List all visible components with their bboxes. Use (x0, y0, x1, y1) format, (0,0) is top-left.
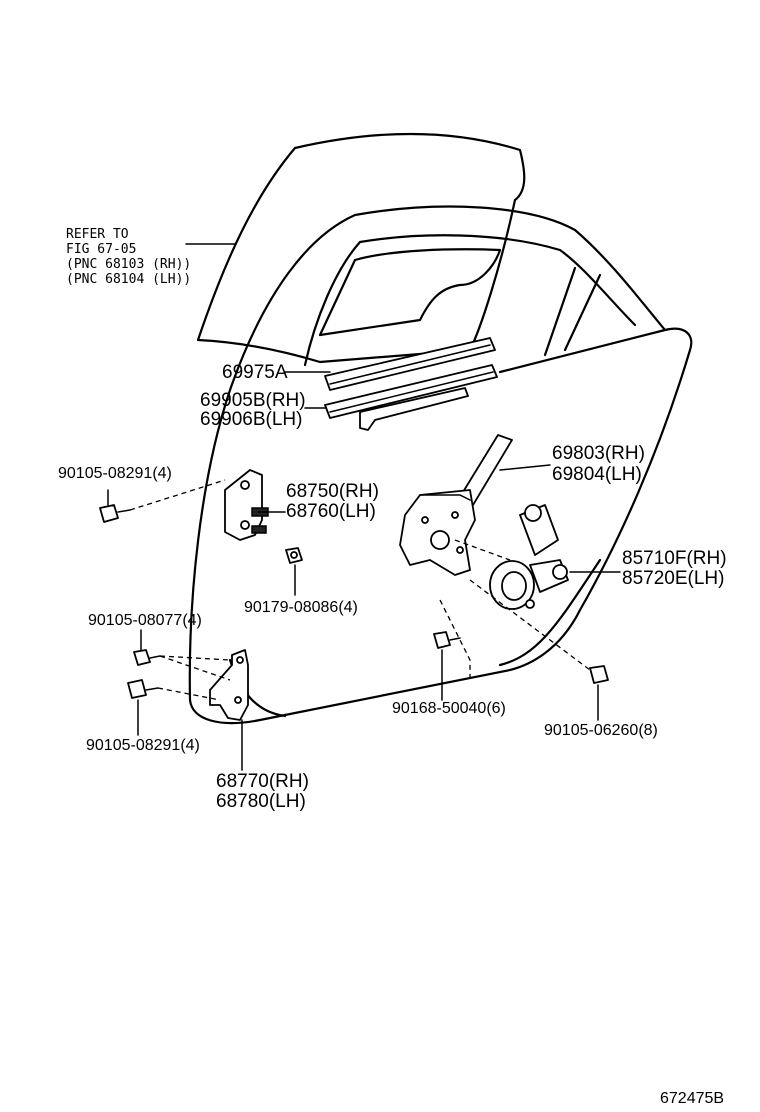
door-glass (196, 132, 526, 364)
label-bolt-regulator: 90168-50040(6) (392, 700, 506, 717)
upper-hinge (224, 469, 269, 541)
label-bolt-lower-hinge-top: 90105-08077(4) (88, 612, 202, 629)
bolt-upper-hinge (99, 504, 131, 523)
nut-upper-hinge (285, 547, 303, 564)
door-window-inner (318, 248, 502, 337)
label-lower-hinge-lh: 68780(LH) (216, 791, 306, 812)
bolt-regulator (433, 631, 461, 649)
label-weatherstrip-lh: 69906B(LH) (200, 409, 302, 430)
ref-note-line3: (PNC 68103 (RH)) (66, 257, 191, 272)
label-weatherstrip-upper: 69975A (222, 362, 288, 383)
label-regulator-lh: 69804(LH) (552, 464, 642, 485)
bolt-lower-hinge-bottom (127, 679, 159, 699)
door-frame-outer (188, 205, 693, 725)
ref-note-line2: FIG 67-05 (66, 242, 136, 257)
label-upper-hinge-rh: 68750(RH) (286, 481, 379, 502)
label-bolt-motor: 90105-06260(8) (544, 722, 658, 739)
bolt-lower-hinge-top (133, 649, 161, 666)
label-bolt-upper-hinge: 90105-08291(4) (58, 465, 172, 482)
label-nut-upper-hinge: 90179-08086(4) (244, 599, 358, 616)
label-motor-rh: 85710F(RH) (622, 548, 727, 569)
label-motor-lh: 85720E(LH) (622, 568, 724, 589)
door-frame-inner (303, 234, 637, 367)
bolt-motor (589, 665, 609, 684)
label-weatherstrip-rh: 69905B(RH) (200, 390, 306, 411)
ref-note-line4: (PNC 68104 (LH)) (66, 272, 191, 287)
figure-id: 672475B (660, 1090, 724, 1107)
window-regulator (399, 434, 513, 576)
label-bolt-lower-hinge-bottom: 90105-08291(4) (86, 737, 200, 754)
label-regulator-rh: 69803(RH) (552, 443, 645, 464)
lower-hinge (209, 649, 249, 721)
ref-note-line1: REFER TO (66, 227, 129, 242)
label-upper-hinge-lh: 68760(LH) (286, 501, 376, 522)
window-motor (489, 504, 569, 610)
label-lower-hinge-rh: 68770(RH) (216, 771, 309, 792)
